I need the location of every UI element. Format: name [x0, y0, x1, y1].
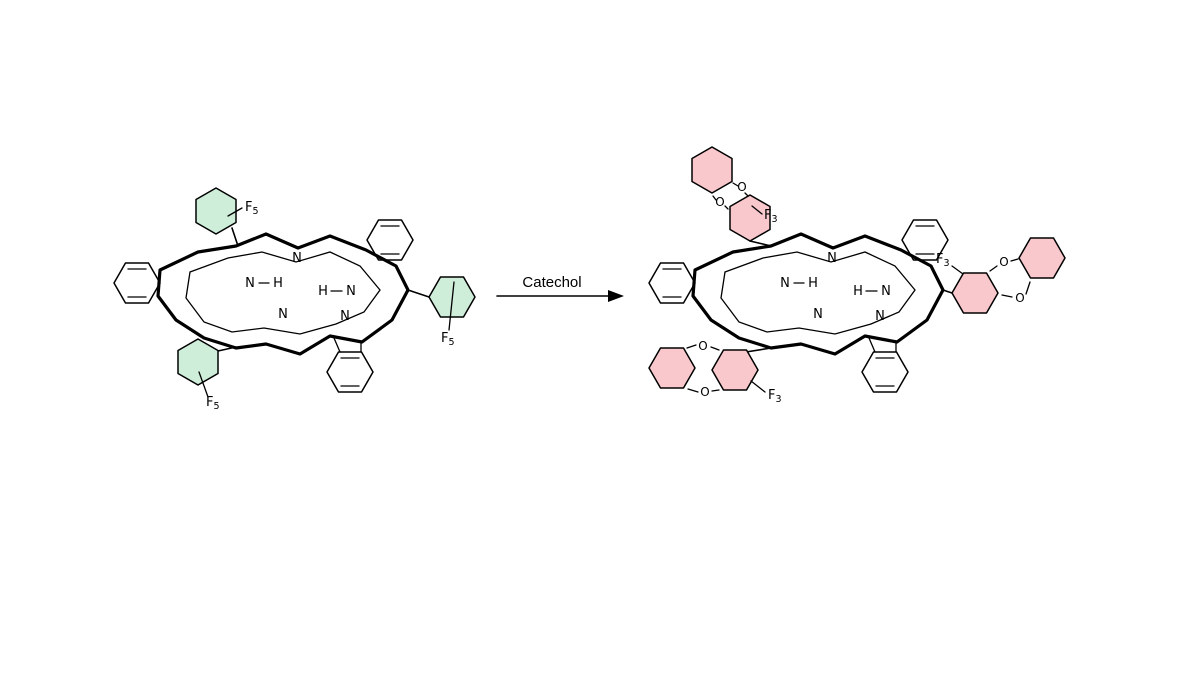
f-subscript: 5	[252, 206, 258, 217]
co-bond	[711, 389, 720, 392]
co-bond	[710, 346, 720, 351]
pyrrole-hydrogen-label: H	[808, 276, 818, 291]
f-subscript: 3	[771, 214, 777, 225]
co-bond	[724, 205, 729, 210]
macrocycle-left	[112, 218, 415, 394]
f-subscript: 5	[448, 337, 454, 348]
pyrrole-nitrogen-label: N	[875, 309, 885, 324]
pyrrole-nitrogen-label: N	[780, 276, 790, 291]
oxygen-label: O	[999, 255, 1008, 269]
f-symbol: F	[206, 395, 213, 410]
catechol-ring	[648, 347, 696, 389]
meso-bond	[217, 346, 237, 352]
pyrrole-nitrogen-label: N	[292, 251, 302, 266]
dioxin-aryl-ring	[951, 272, 999, 314]
pyrrole-nitrogen-label: N	[813, 307, 823, 322]
arrow-label: Catechol	[522, 274, 581, 291]
meso-bond	[749, 240, 772, 247]
pyrrole-hydrogen-label: H	[318, 284, 328, 299]
f5-label: F5	[245, 200, 259, 217]
meso-bond	[231, 227, 239, 247]
oxygen-label: O	[698, 339, 707, 353]
f-symbol: F	[768, 388, 775, 403]
pyrrole-nitrogen-label: N	[346, 284, 356, 299]
f3-label: F3	[936, 252, 950, 269]
f3-label: F3	[764, 208, 778, 225]
oxygen-label: O	[737, 180, 746, 194]
co-bond	[744, 192, 749, 197]
meso-bond	[745, 347, 772, 353]
f-subscript: 3	[943, 258, 949, 269]
pyrrole-nitrogen-label: N	[278, 307, 288, 322]
pyrrole-nitrogen-label: N	[340, 309, 350, 324]
oxygen-label: O	[1015, 291, 1024, 305]
catechol-ring	[1018, 237, 1066, 279]
co-bond	[712, 195, 717, 201]
f5-bond	[448, 281, 455, 331]
pyrrole-hydrogen-label: H	[853, 284, 863, 299]
arrow-head	[608, 290, 624, 302]
f-subscript: 3	[775, 394, 781, 405]
f-symbol: F	[764, 208, 771, 223]
right-molecule: O O F3 O O F3 O O F3 N H N H	[647, 146, 1066, 405]
meso-bond	[942, 289, 953, 294]
oxygen-label: O	[715, 195, 724, 209]
co-bond	[687, 388, 699, 393]
f-symbol: F	[441, 331, 448, 346]
pyrrole-hydrogen-label: H	[273, 276, 283, 291]
pyrrole-nitrogen-label: N	[881, 284, 891, 299]
f3-bond	[750, 380, 766, 393]
f5-bond	[198, 371, 209, 398]
pentafluorophenyl-ring	[195, 187, 237, 235]
f3-label: F3	[768, 388, 782, 405]
co-bond	[732, 182, 739, 187]
f5-label: F5	[206, 395, 220, 412]
co-bond	[1001, 294, 1013, 298]
co-bond	[1010, 258, 1019, 262]
pyrrole-nitrogen-label: N	[245, 276, 255, 291]
dioxin-aryl-ring	[729, 194, 771, 242]
f5-bond	[227, 207, 243, 217]
f3-bond	[951, 265, 964, 275]
f-subscript: 5	[213, 401, 219, 412]
f5-label: F5	[441, 331, 455, 348]
co-bond	[686, 344, 697, 349]
co-bond	[1025, 281, 1031, 295]
left-molecule: F5 F5 F5 N H N H N N N	[112, 187, 476, 412]
meso-bond	[407, 289, 430, 298]
oxygen-label: O	[700, 385, 709, 399]
pentafluorophenyl-ring	[177, 338, 219, 386]
catechol-ring	[691, 146, 733, 194]
dioxin-aryl-ring	[711, 349, 759, 391]
reaction-arrow: Catechol	[496, 274, 624, 302]
f-symbol: F	[245, 200, 252, 215]
f3-bond	[751, 205, 763, 215]
co-bond	[989, 265, 998, 272]
pyrrole-nitrogen-label: N	[827, 251, 837, 266]
f-symbol: F	[936, 252, 943, 267]
